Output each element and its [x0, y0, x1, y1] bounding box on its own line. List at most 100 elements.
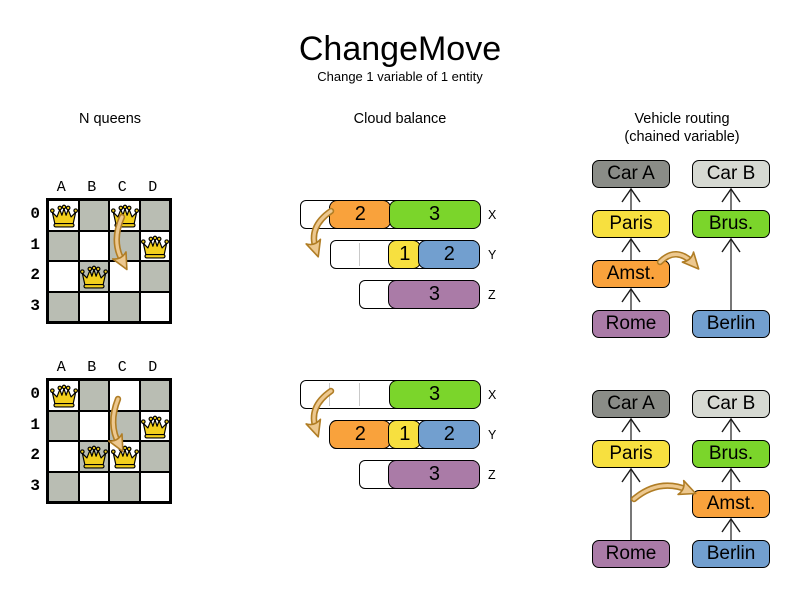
computer-row-z: 3: [359, 459, 481, 489]
location-box-amst: Amst.: [592, 260, 670, 288]
queen-icon: [49, 203, 79, 230]
location-box-berlin: Berlin: [692, 540, 770, 568]
board-cell: [48, 471, 79, 502]
slot-divider: [358, 243, 360, 266]
computer-row-z: 3: [359, 279, 481, 309]
chain-link-arrowhead-icon: [621, 237, 641, 253]
board-row-label: 2: [30, 446, 40, 464]
board-cell: [48, 261, 79, 292]
queen-icon: [79, 444, 109, 471]
slot-divider: [329, 383, 331, 406]
board-cell: [109, 471, 140, 502]
chain-link-arrowhead-icon: [721, 517, 741, 533]
cloud-move-arrow-before-head-icon: [305, 238, 322, 258]
board-col-label: A: [56, 179, 66, 196]
queen-icon: [49, 383, 79, 410]
board-cell: [78, 291, 109, 322]
location-box-carb: Car B: [692, 160, 770, 188]
computer-label: X: [488, 207, 497, 222]
process-box: 3: [388, 199, 481, 229]
board-col-label: B: [87, 179, 97, 196]
queen-icon: [140, 414, 170, 441]
queen-crown-icon: [80, 445, 108, 469]
chessboard-after: [46, 378, 172, 504]
chain-link-arrowhead-icon: [621, 187, 641, 203]
queen-crown-icon: [49, 384, 78, 408]
board-cell: [78, 471, 109, 502]
computer-label: Y: [488, 427, 497, 442]
board-cell: [48, 441, 79, 472]
page-subtitle: Change 1 variable of 1 entity: [317, 69, 483, 84]
board-cell: [109, 230, 140, 261]
board-cell: [48, 291, 79, 322]
board-row-label: 0: [30, 385, 40, 403]
process-box: 3: [388, 459, 481, 489]
board-cell: [109, 380, 140, 411]
chain-link-arrowhead-icon: [621, 417, 641, 433]
computer-label: Z: [488, 287, 496, 302]
computer-label: Z: [488, 467, 496, 482]
location-box-rome: Rome: [592, 540, 670, 568]
board-cell: [109, 410, 140, 441]
board-cell: [78, 200, 109, 231]
board-cell: [139, 471, 170, 502]
location-box-amst: Amst.: [692, 490, 770, 518]
chain-link-arrowhead-icon: [621, 467, 641, 483]
cloud-move-arrow-after-head-icon: [305, 418, 322, 438]
location-box-carb: Car B: [692, 390, 770, 418]
computer-label: X: [488, 387, 497, 402]
queen-icon: [79, 264, 109, 291]
process-box: 1: [388, 239, 422, 269]
chessboard-before: [46, 198, 172, 324]
column-header-vehicle-routing: Vehicle routing (chained variable): [582, 110, 782, 146]
location-box-rome: Rome: [592, 310, 670, 338]
board-cell: [139, 200, 170, 231]
column-header-label: Cloud balance: [353, 111, 447, 127]
location-box-berlin: Berlin: [692, 310, 770, 338]
queen-crown-icon: [110, 445, 139, 469]
board-row-label: 2: [30, 266, 40, 284]
board-row-label: 1: [30, 235, 40, 254]
vrp-move-arrow-after: [632, 484, 690, 501]
board-cell: [139, 261, 170, 292]
column-header-label: N queens: [78, 111, 142, 127]
queen-crown-icon: [141, 415, 169, 438]
queen-icon: [110, 203, 140, 230]
board-cell: [78, 380, 109, 411]
process-box: 2: [418, 419, 481, 449]
board-cell: [139, 441, 170, 472]
page-title: ChangeMove: [298, 30, 502, 68]
board-row-label: 3: [30, 476, 40, 495]
process-box: 1: [388, 419, 422, 449]
location-box-cara: Car A: [592, 390, 670, 418]
process-box: 2: [329, 199, 392, 229]
column-header-label: Vehicle routing: [634, 111, 730, 127]
board-cell: [48, 410, 79, 441]
queen-crown-icon: [110, 204, 139, 228]
board-cell: [78, 410, 109, 441]
location-box-cara: Car A: [592, 160, 670, 188]
process-box: 2: [418, 239, 481, 269]
location-box-paris: Paris: [592, 440, 670, 468]
computer-label: Y: [488, 247, 497, 262]
board-col-label: C: [117, 359, 127, 376]
queen-icon: [110, 444, 140, 471]
board-col-label: A: [56, 359, 66, 376]
queen-crown-icon: [141, 235, 169, 258]
queen-crown-icon: [80, 265, 108, 289]
queen-icon: [140, 234, 170, 261]
board-cell: [139, 291, 170, 322]
location-box-paris: Paris: [592, 210, 670, 238]
column-header-sublabel: (chained variable): [624, 129, 740, 145]
board-row-label: 0: [30, 205, 40, 223]
board-cell: [78, 230, 109, 261]
board-cell: [48, 230, 79, 261]
chain-link-arrowhead-icon: [621, 287, 641, 303]
board-col-label: D: [148, 179, 158, 196]
chain-link-arrowhead-icon: [721, 237, 741, 253]
board-cell: [109, 291, 140, 322]
vrp-move-arrow-after-outline: [630, 482, 692, 503]
board-row-label: 1: [30, 415, 40, 434]
